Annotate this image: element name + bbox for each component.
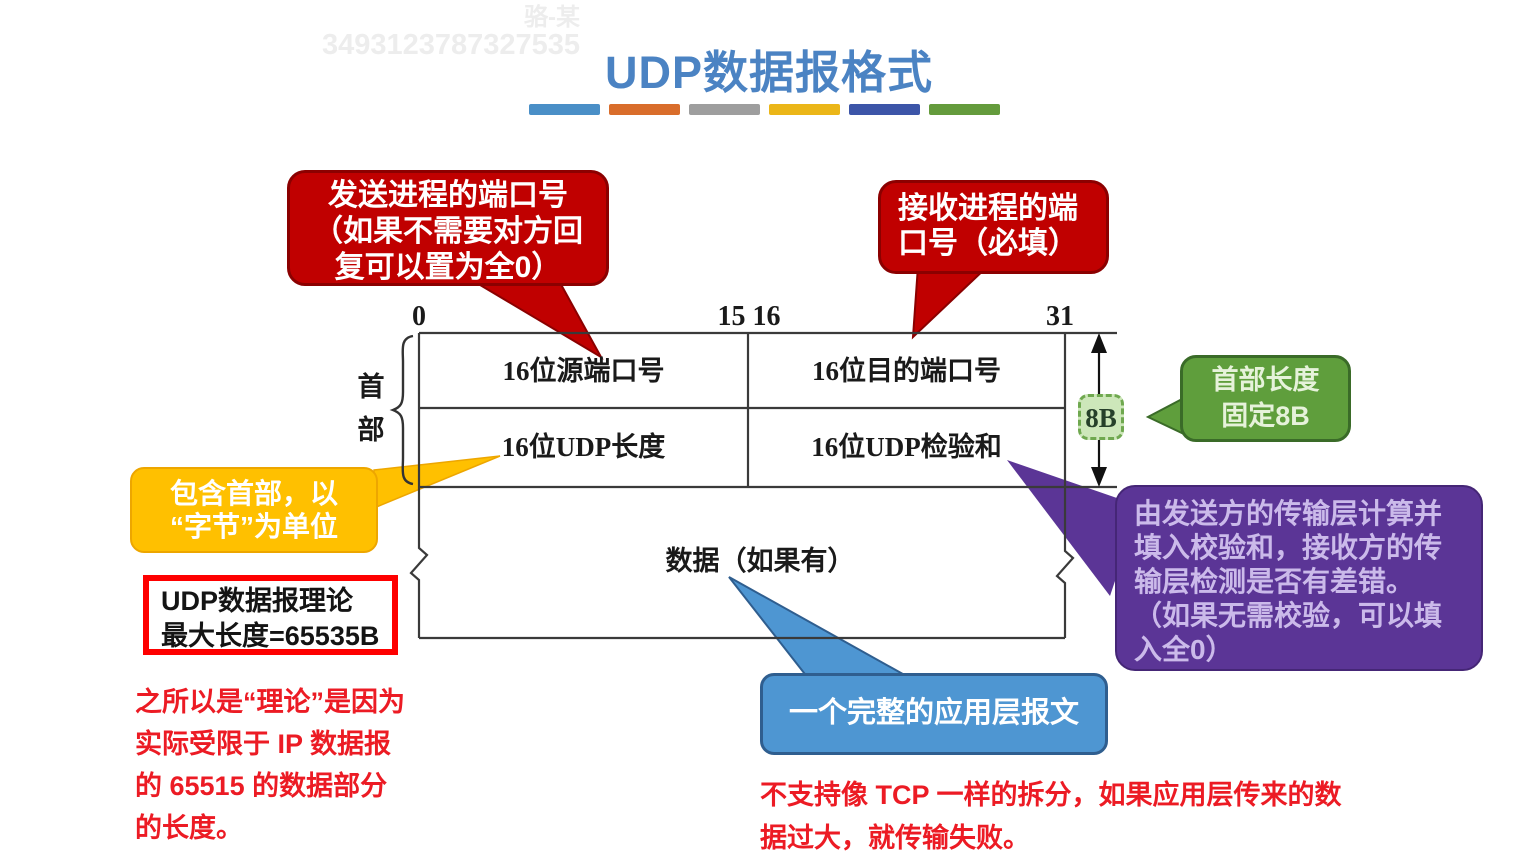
udp-header-table-lines bbox=[409, 331, 1117, 640]
callout-udp-length-line1: 包含首部，以 bbox=[169, 478, 338, 509]
divider-bar-4 bbox=[769, 104, 840, 115]
divider-bar-2 bbox=[609, 104, 680, 115]
callout-recv-port-line1: 接收进程的端 bbox=[898, 192, 1078, 225]
cell-dest-port: 16位目的端口号 bbox=[812, 356, 1001, 386]
callout-udp-length: 包含首部，以 “字节”为单位 bbox=[130, 467, 378, 553]
callout-send-port-line2: （如果不需要对方回 bbox=[313, 215, 583, 248]
watermark-name: 骆-某 bbox=[524, 4, 580, 31]
udp-length-callout-tail bbox=[373, 455, 501, 510]
callout-recv-port-line2: 口号（必填） bbox=[898, 227, 1078, 260]
note-theory-reason-line4: 的长度。 bbox=[135, 813, 243, 843]
note-no-split-line2: 据过大，就传输失败。 bbox=[760, 823, 1030, 853]
callout-header-length-line1: 首部长度 bbox=[1211, 365, 1320, 395]
divider-bar-6 bbox=[929, 104, 1000, 115]
divider-bar-5 bbox=[849, 104, 920, 115]
theory-box-line2: 最大长度=65535B bbox=[161, 621, 380, 651]
note-theory-reason-line2: 实际受限于 IP 数据报 bbox=[135, 729, 392, 759]
checksum-callout-tail bbox=[1007, 460, 1140, 596]
page-title: UDP数据报格式 bbox=[604, 47, 933, 98]
header-len-callout-tail bbox=[1145, 396, 1185, 436]
callout-checksum-line2: 填入校验和，接收方的传 bbox=[1134, 532, 1443, 563]
note-no-split: 不支持像 TCP 一样的拆分，如果应用层传来的数 据过大，就传输失败。 bbox=[760, 774, 1420, 860]
callout-send-port-line3: 复可以置为全0） bbox=[334, 251, 562, 284]
header-brace-label: 首 部 bbox=[355, 366, 387, 452]
header-brace-label-char1: 首 bbox=[357, 372, 385, 402]
callout-udp-length-line2: “字节”为单位 bbox=[169, 511, 338, 542]
note-theory-reason: 之所以是“理论”是因为 实际受限于 IP 数据报 的 65515 的数据部分 的… bbox=[135, 681, 455, 849]
data-area-label: 数据（如果有） bbox=[665, 546, 855, 576]
cell-source-port: 16位源端口号 bbox=[502, 356, 665, 386]
callout-recv-port: 接收进程的端 口号（必填） bbox=[878, 180, 1109, 274]
callout-header-length: 首部长度 固定8B bbox=[1180, 355, 1351, 442]
bit-label-31: 31 bbox=[1046, 301, 1074, 332]
watermark-id: 3493123787327535 bbox=[321, 29, 580, 61]
callout-checksum: 由发送方的传输层计算并 填入校验和，接收方的传 输层检测是否有差错。 （如果无需… bbox=[1115, 485, 1483, 671]
app-message-callout-tail bbox=[728, 576, 914, 679]
callout-checksum-line5: 入全0） bbox=[1134, 634, 1234, 665]
cell-udp-length: 16位UDP长度 bbox=[501, 432, 666, 462]
header-brace bbox=[389, 334, 414, 486]
bit-label-0: 0 bbox=[412, 301, 426, 332]
callout-send-port-line1: 发送进程的端口号 bbox=[328, 179, 568, 212]
callout-send-port: 发送进程的端口号 （如果不需要对方回 复可以置为全0） bbox=[287, 170, 609, 286]
callout-checksum-line1: 由发送方的传输层计算并 bbox=[1134, 498, 1443, 529]
note-theory-reason-line1: 之所以是“理论”是因为 bbox=[135, 687, 405, 717]
callout-app-message: 一个完整的应用层报文 bbox=[760, 673, 1108, 755]
callout-header-length-line2: 固定8B bbox=[1221, 401, 1310, 431]
callout-checksum-line4: （如果无需校验，可以填 bbox=[1134, 600, 1443, 631]
send-port-callout-tail bbox=[466, 278, 604, 360]
cell-udp-checksum: 16位UDP检验和 bbox=[811, 432, 1002, 462]
title-divider-bars bbox=[529, 104, 1000, 115]
theory-box-line1: UDP数据报理论 bbox=[161, 586, 354, 616]
divider-bar-3 bbox=[689, 104, 760, 115]
watermark: 骆-某 3493123787327535 bbox=[300, 4, 580, 61]
note-no-split-line1: 不支持像 TCP 一样的拆分，如果应用层传来的数 bbox=[760, 780, 1342, 810]
recv-port-callout-tail bbox=[911, 265, 991, 340]
header-size-badge: 8B bbox=[1078, 394, 1124, 440]
header-brace-label-char2: 部 bbox=[357, 415, 385, 445]
theory-max-length-box: UDP数据报理论 最大长度=65535B bbox=[143, 575, 398, 655]
divider-bar-1 bbox=[529, 104, 600, 115]
callout-checksum-line3: 输层检测是否有差错。 bbox=[1134, 566, 1415, 597]
bit-label-15-16: 15 16 bbox=[717, 301, 781, 332]
note-theory-reason-line3: 的 65515 的数据部分 bbox=[135, 771, 388, 801]
